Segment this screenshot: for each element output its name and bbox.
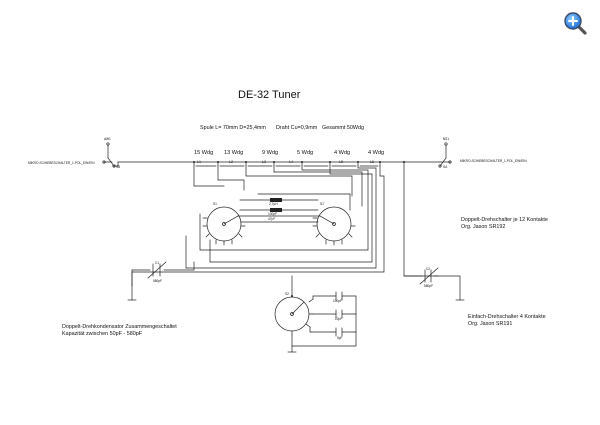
s1b-label: S1' [320, 202, 325, 206]
left-switch-ref: AW1 [104, 137, 111, 141]
inductor-body-2 [270, 208, 282, 212]
c1-value: 580pF [153, 279, 163, 283]
s2-capacitor-bank [291, 291, 357, 347]
right-switch-label: MIKRO-SCHIEBESCHALTER_1-POL_EIN/EIN [460, 159, 527, 163]
winding-6: 4 Wdg [368, 150, 385, 156]
c1-label: C1 [155, 261, 160, 265]
coil-label-3: L3 [262, 160, 266, 164]
winding-1: 15 Wdg [194, 150, 214, 156]
total-windings: Gesammt 50Wdg [322, 125, 364, 131]
winding-3: 9 Wdg [262, 150, 279, 156]
coil-spec: Spule L= 70mm D=25,4mm [200, 125, 266, 131]
coil-label-4: L4 [289, 160, 293, 164]
cap-a-value: 100pF [333, 299, 343, 303]
diagram-title: DE-32 Tuner [238, 89, 301, 101]
rotary-switch-s2 [274, 275, 314, 353]
inductor-3-value: 47pF [268, 217, 276, 221]
s1-label: S1 [213, 202, 217, 206]
right-switch-ref: BS1 [443, 137, 450, 141]
einfach-drehschalter-note: Einfach-Drehschalter 4 Kontakte [468, 314, 546, 320]
rotary-switch-s1b [312, 206, 356, 246]
coil-label-6: L6 [370, 160, 374, 164]
winding-5: 4 Wdg [334, 150, 351, 156]
einfach-drehschalter-org: Org. Jason SR191 [468, 321, 513, 327]
doppel-drehschalter-note: Doppelt-Drehschalter je 12 Kontakte [461, 217, 548, 223]
c2-label: C2 [426, 267, 431, 271]
coil-label-5: L5 [339, 160, 343, 164]
c2-trimmer-cap [403, 267, 465, 301]
kondensator-note: Doppelt-Drehkondensator Zusammengeschalt… [62, 324, 177, 330]
left-switch-sub: SB [116, 165, 121, 169]
right-slide-switch [438, 142, 452, 168]
winding-2: 13 Wdg [224, 150, 244, 156]
rotary-switch-s1 [202, 206, 246, 246]
coil-taps [193, 161, 381, 167]
doppel-drehschalter-org: Org. Jason SR192 [461, 224, 506, 230]
switch-links [237, 193, 351, 223]
left-switch-label: MIKRO-SCHIEBESCHALTER_1-POL_EIN/EIN [28, 161, 95, 165]
zoom-in-icon[interactable] [562, 10, 588, 36]
c2-value: 580pF [424, 284, 434, 288]
tap-wiring [131, 161, 439, 287]
inductor-body-1 [270, 198, 282, 202]
left-slide-switch [102, 142, 119, 168]
junction-dots [193, 161, 405, 297]
cap-b-value: 22pF [335, 317, 343, 321]
s2-label: S2 [285, 292, 289, 296]
winding-4: 5 Wdg [297, 150, 314, 156]
right-switch-sub: SA [443, 165, 448, 169]
inductor-2-value: 100pF [268, 212, 278, 216]
inductor-1-value: 2,7µH [269, 202, 278, 206]
wire-spec: Draht Cu=0,9mm [276, 125, 318, 131]
cap-c-value: 5pF [337, 336, 343, 340]
kapazitaet-note: Kapazität zwischen 50pF - 580pF [62, 331, 143, 337]
c1-trimmer-cap [127, 261, 195, 301]
coil-label-2: L2 [229, 160, 233, 164]
coil-label-1: L1 [197, 160, 201, 164]
